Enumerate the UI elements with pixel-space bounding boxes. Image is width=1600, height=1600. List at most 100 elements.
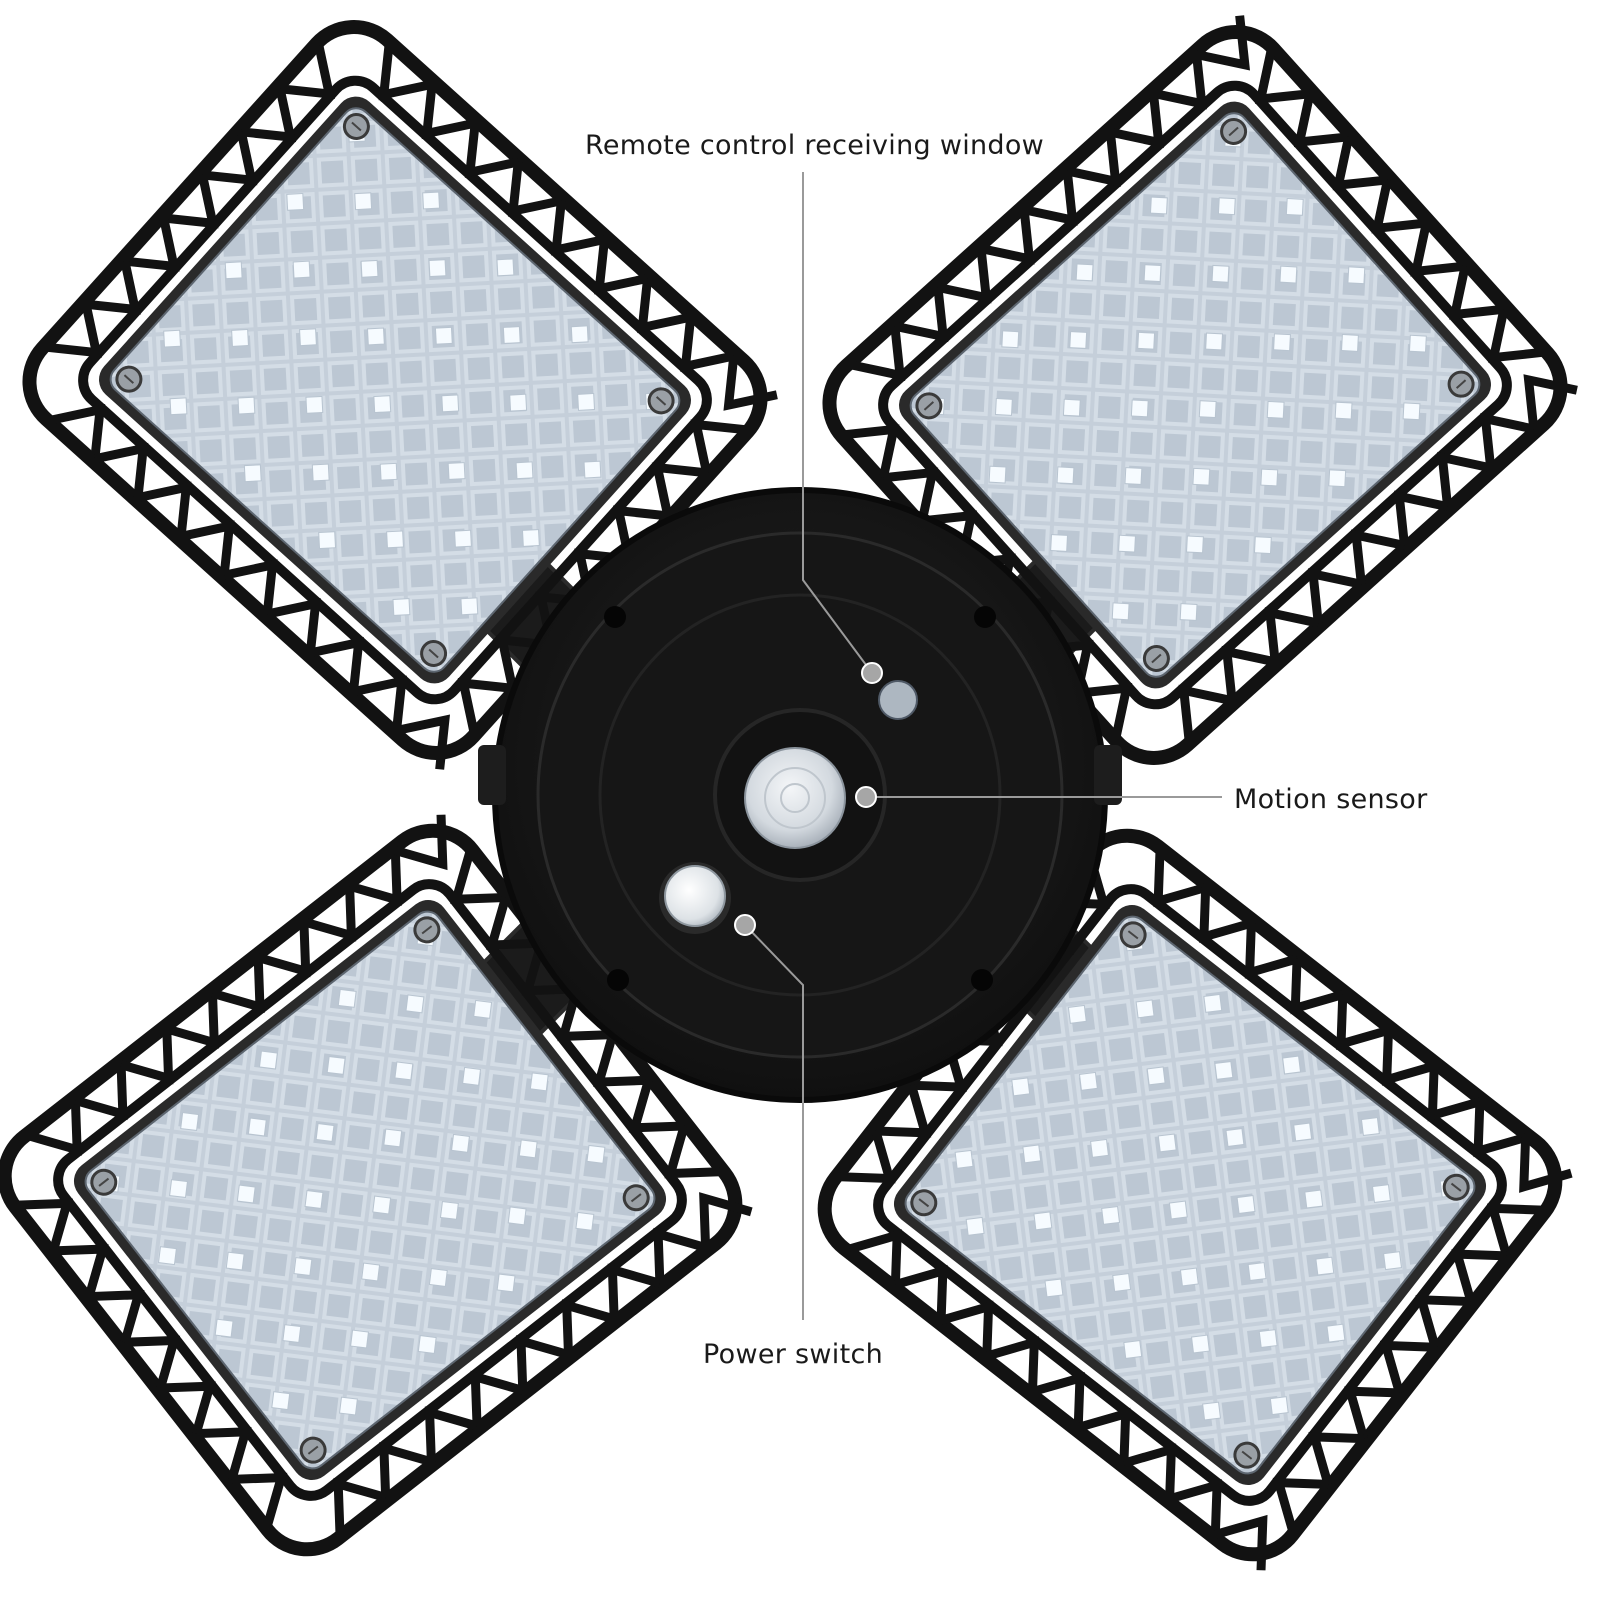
led-chip <box>965 1216 985 1236</box>
led-chip <box>1044 1278 1064 1298</box>
led-chip <box>570 325 589 344</box>
led-chip <box>1118 534 1136 553</box>
led-chip <box>318 531 337 550</box>
led-chip <box>1315 1256 1335 1276</box>
led-chip <box>225 1251 245 1271</box>
led-chip <box>428 1267 448 1287</box>
led-chip <box>1190 1334 1210 1354</box>
led-chip <box>361 1262 381 1282</box>
led-chip <box>236 1184 256 1204</box>
led-chip <box>1360 1117 1380 1137</box>
led-chip <box>1198 400 1217 419</box>
led-chip <box>577 393 596 411</box>
led-chip <box>1202 1401 1222 1421</box>
led-chip <box>1149 196 1168 215</box>
led-chip <box>224 261 243 280</box>
led-chip <box>1293 1122 1313 1142</box>
led-chip <box>157 1246 177 1266</box>
led-panel-top-right <box>822 15 1578 765</box>
led-chip <box>1247 1262 1267 1282</box>
led-chip <box>1347 266 1366 285</box>
led-chip <box>1062 398 1081 417</box>
led-chip <box>1069 331 1088 349</box>
led-chip <box>1260 468 1279 487</box>
led-chip <box>515 461 534 480</box>
led-chip <box>1236 1195 1256 1214</box>
power-switch-label: Power switch <box>703 1339 884 1370</box>
leader-lines <box>744 172 1222 1320</box>
led-chip <box>1258 1329 1278 1349</box>
led-chip <box>1225 1128 1245 1147</box>
led-chip <box>586 1144 606 1164</box>
screw-hole <box>607 969 629 991</box>
led-chip <box>417 1335 437 1354</box>
led-chip <box>1266 400 1285 419</box>
led-chip <box>1022 1144 1042 1164</box>
led-chip <box>1179 603 1198 621</box>
led-chip <box>1168 1200 1188 1220</box>
leader-dot-motion <box>855 786 877 808</box>
led-chip <box>305 395 324 414</box>
led-chip <box>163 329 182 348</box>
led-chip <box>1124 467 1143 485</box>
led-chip <box>311 463 330 482</box>
led-chip <box>1090 1138 1109 1158</box>
motion-sensor-label: Motion sensor <box>1234 784 1428 815</box>
led-chip <box>237 396 256 415</box>
leader-line-power <box>744 924 804 1320</box>
led-chip <box>1146 1066 1166 1086</box>
led-chip <box>462 1066 482 1086</box>
led-chip <box>1157 1133 1177 1153</box>
led-chip <box>1285 197 1304 216</box>
led-chip <box>583 460 602 479</box>
led-chip <box>460 597 479 616</box>
leader-dot-power <box>734 914 756 936</box>
led-chip <box>1304 1189 1324 1209</box>
led-chip <box>1078 1071 1098 1091</box>
led-chip <box>1279 265 1298 284</box>
led-chip <box>360 259 379 278</box>
led-chip <box>1371 1184 1391 1204</box>
led-panel-bottom-right <box>817 828 1573 1571</box>
led-chip <box>1326 1323 1346 1343</box>
led-chip <box>1269 1396 1289 1416</box>
led-chip <box>231 329 249 347</box>
led-chip <box>337 988 357 1008</box>
led-chip <box>1067 1004 1087 1024</box>
led-panel-bottom-left <box>0 814 753 1557</box>
led-chip <box>428 259 447 278</box>
motion-sensor-dome <box>744 747 846 849</box>
led-chip <box>496 1273 516 1293</box>
led-chip <box>1112 1272 1132 1292</box>
led-chip <box>575 1211 595 1231</box>
led-chip <box>1214 1060 1234 1080</box>
led-chip <box>1056 466 1075 485</box>
led-chip <box>1217 197 1236 216</box>
screw-hole <box>974 606 996 628</box>
led-chip <box>258 1050 278 1070</box>
led-chip <box>372 1195 392 1215</box>
led-chip <box>1408 334 1427 353</box>
led-chip <box>994 398 1013 416</box>
led-chip <box>1328 469 1347 488</box>
led-chip <box>1334 401 1353 420</box>
led-chip <box>1186 535 1204 554</box>
led-chip <box>1282 1055 1302 1075</box>
led-chip <box>315 1123 335 1142</box>
led-chip <box>502 326 521 344</box>
cage-ribs <box>17 814 753 1534</box>
led-chip <box>451 1133 470 1153</box>
led-chip <box>1075 263 1094 282</box>
led-chip <box>214 1318 234 1338</box>
led-chip <box>1211 264 1230 283</box>
led-chip <box>366 327 385 346</box>
led-chip <box>338 1396 358 1416</box>
remote-receiver-window <box>878 680 918 720</box>
led-chip <box>169 397 188 416</box>
led-chip <box>439 1200 459 1220</box>
led-chip <box>293 1257 313 1277</box>
led-chip <box>1253 536 1272 555</box>
led-chip <box>1192 467 1211 486</box>
